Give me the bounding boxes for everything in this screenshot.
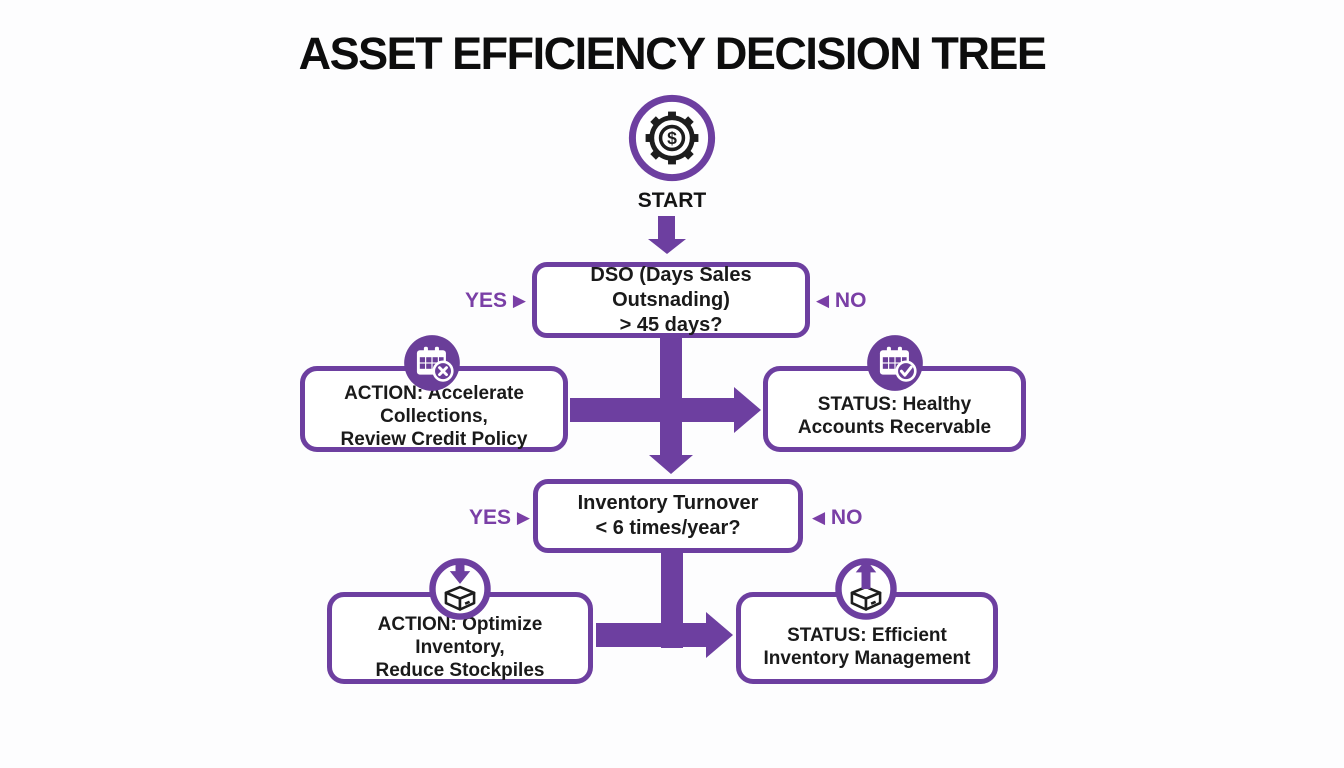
decision-box-dso: DSO (Days Sales Outsnading) > 45 days?: [532, 262, 810, 338]
optimize-to-efficient-arrow: [596, 623, 706, 647]
decision-inventory-line2: < 6 times/year?: [595, 517, 741, 539]
no-label-dso: ◀ NO: [816, 289, 867, 312]
gear-dollar-icon: $: [628, 94, 716, 182]
page-title: ASSET EFFICIENCY DECISION TREE: [298, 28, 1047, 79]
status-receivables-line2: Accounts Recervable: [797, 417, 992, 438]
action-inventory-line1: ACTION: Optimize Inventory,: [377, 613, 543, 658]
no-label-inventory: ◀ NO: [812, 506, 863, 529]
start-to-dso-arrowhead: [648, 239, 686, 254]
action-collections-line2: Review Credit Policy: [340, 428, 528, 450]
collections-to-receivables-arrowhead: [734, 387, 761, 433]
triangle-right-icon: ▶: [516, 508, 530, 527]
action-box-inventory: ACTION: Optimize Inventory, Reduce Stock…: [327, 592, 593, 684]
start-to-dso-arrow: [658, 216, 675, 240]
status-receivables-line1: STATUS: Healthy: [817, 394, 972, 415]
start-label: START: [637, 189, 707, 212]
decision-dso-line1: DSO (Days Sales Outsnading): [590, 263, 752, 311]
triangle-left-icon: ◀: [816, 291, 830, 310]
status-box-inventory-mgmt: STATUS: Efficient Inventory Management: [736, 592, 998, 684]
yes-label-inventory: YES ▶: [469, 506, 530, 529]
triangle-right-icon: ▶: [512, 291, 526, 310]
box-arrow-up-icon: [834, 557, 898, 621]
box-arrow-down-icon: [428, 557, 492, 621]
decision-box-inventory: Inventory Turnover < 6 times/year?: [533, 479, 803, 553]
dso-to-inventory-arrow: [660, 337, 682, 456]
status-inventory-line1: STATUS: Efficient: [787, 625, 947, 646]
calendar-x-icon: [403, 334, 461, 392]
decision-dso-line2: > 45 days?: [619, 313, 723, 336]
triangle-left-icon: ◀: [812, 508, 826, 527]
collections-to-receivables-arrow: [570, 398, 734, 422]
action-inventory-line2: Reduce Stockpiles: [375, 659, 545, 681]
optimize-to-efficient-arrowhead: [706, 612, 733, 658]
calendar-check-icon: [866, 334, 924, 392]
decision-inventory-line1: Inventory Turnover: [577, 492, 759, 514]
action-collections-line1: ACTION: Accelerate Collections,: [344, 382, 524, 427]
svg-text:$: $: [667, 128, 677, 148]
dso-to-inventory-arrowhead: [649, 455, 693, 474]
yes-label-dso: YES ▶: [465, 289, 526, 312]
status-inventory-line2: Inventory Management: [763, 648, 971, 669]
